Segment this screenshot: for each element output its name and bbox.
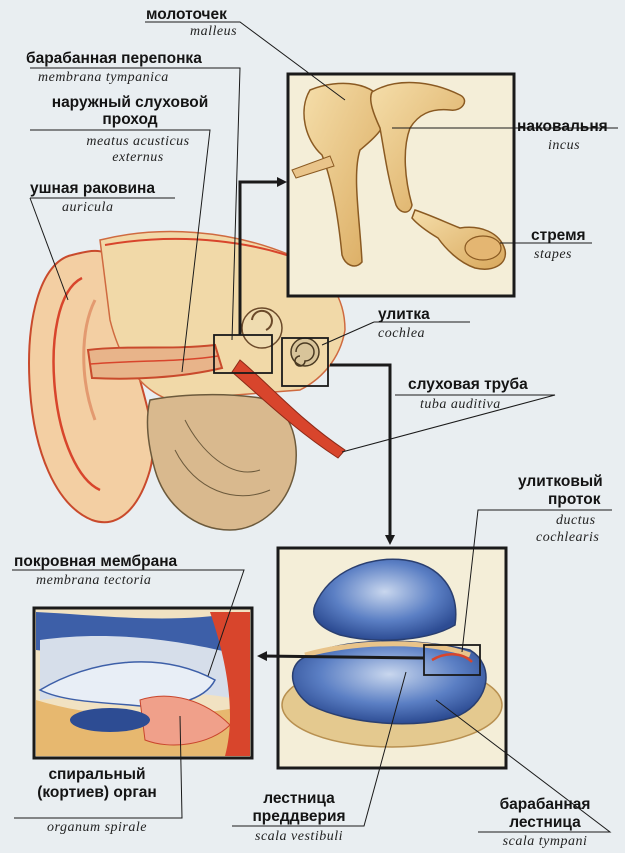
label-membrana-tymp-la: membrana tympanica xyxy=(38,70,169,86)
label-ductus-la1: ductus xyxy=(556,513,596,529)
label-membrana-tymp-ru: барабанная перепонка xyxy=(26,50,202,67)
label-cochlea-ru: улитка xyxy=(378,306,430,323)
label-meatus-ru2: проход xyxy=(34,111,226,128)
label-tuba-la: tuba auditiva xyxy=(420,397,501,413)
label-meatus-la2: externus xyxy=(50,150,226,166)
label-malleus-ru: молоточек xyxy=(146,6,227,23)
label-stapes-la: stapes xyxy=(534,247,572,263)
label-incus-la: incus xyxy=(548,138,580,154)
label-ductus-la2: cochlearis xyxy=(536,530,599,546)
label-organ-ru1: спиральный xyxy=(10,766,184,783)
label-tympani-ru2: лестница xyxy=(478,814,612,831)
label-tympani-ru1: барабанная xyxy=(478,796,612,813)
label-incus-ru: наковальня xyxy=(517,118,608,135)
label-tectoria-la: membrana tectoria xyxy=(36,573,151,589)
label-tuba-ru: слуховая труба xyxy=(408,376,528,393)
label-ductus-ru2: проток xyxy=(548,491,601,508)
label-auricula-ru: ушная раковина xyxy=(30,180,155,197)
label-stapes-ru: стремя xyxy=(531,227,586,244)
corti-panel xyxy=(34,608,252,758)
label-meatus-ru1: наружный слуховой xyxy=(34,94,226,111)
neck-tissue xyxy=(148,395,297,530)
label-ductus-ru1: улитковый xyxy=(518,473,603,490)
label-tympani-la: scala tympani xyxy=(478,834,612,850)
label-vestibuli-ru2: преддверия xyxy=(232,808,366,825)
label-tectoria-ru: покровная мембрана xyxy=(14,553,177,570)
label-cochlea-la: cochlea xyxy=(378,326,425,342)
label-organ-la: organum spirale xyxy=(10,820,184,836)
label-vestibuli-la: scala vestibuli xyxy=(232,829,366,845)
label-malleus-la: malleus xyxy=(190,24,237,40)
label-organ-ru2: (кортиев) орган xyxy=(10,784,184,801)
label-vestibuli-ru1: лестница xyxy=(232,790,366,807)
label-meatus-la1: meatus acusticus xyxy=(50,134,226,150)
ossicles-panel xyxy=(288,74,514,296)
label-auricula-la: auricula xyxy=(62,200,113,216)
